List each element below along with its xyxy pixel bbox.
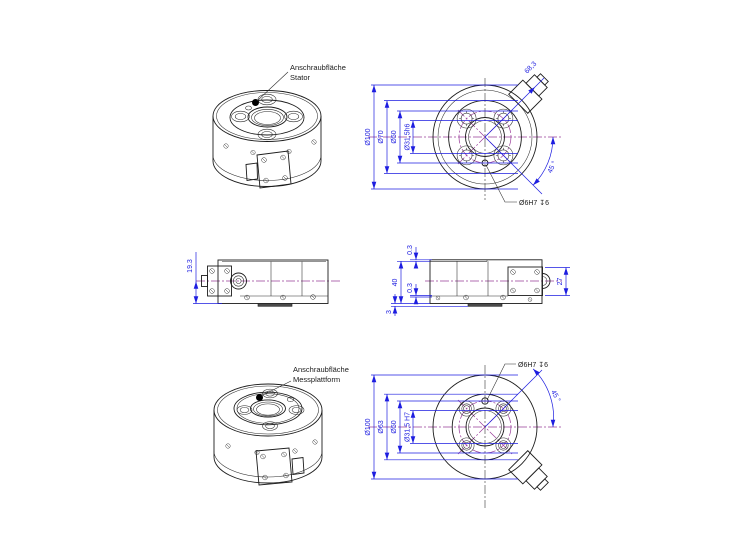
dim-top-d315h6: Ø31,5h6 bbox=[405, 123, 412, 150]
mess-label-leader-line bbox=[260, 380, 292, 397]
iso-stator-body bbox=[212, 90, 322, 187]
dim-side-right-40: 40 bbox=[392, 279, 399, 287]
dim-bottom-d100: Ø100 bbox=[365, 418, 372, 435]
dim-side-right-03-bottom: 0.3 bbox=[407, 283, 414, 293]
dim-bottom-d50: Ø50 bbox=[391, 420, 398, 433]
dim-top-d50: Ø50 bbox=[391, 130, 398, 143]
dim-side-right-03-top: 0.3 bbox=[407, 245, 414, 255]
dim-bottom-d63: Ø63 bbox=[378, 420, 385, 433]
side-left-dimensions: 19.3 bbox=[187, 252, 222, 304]
iso-stator-screw-holes bbox=[231, 93, 303, 141]
side-left-connector bbox=[201, 265, 247, 297]
dim-top-d100: Ø100 bbox=[365, 128, 372, 145]
iso-mess-side-screws bbox=[225, 439, 318, 455]
dim-bottom-angle-45: 45 ° bbox=[549, 389, 562, 404]
top-view-geometry bbox=[432, 73, 549, 190]
side-right-foot-pad bbox=[467, 303, 503, 307]
stator-small-hole bbox=[245, 105, 252, 111]
mess-small-hole bbox=[287, 397, 294, 402]
iso-stator-connector bbox=[245, 150, 292, 189]
dim-bottom-pin-hole: Ø6H7 ↧6 bbox=[518, 362, 548, 369]
stator-label-line1: Anschraubfläche bbox=[290, 63, 346, 72]
dim-top-pin-hole: Ø6H7 ↧6 bbox=[519, 200, 549, 207]
side-view-right: 40 0.3 0.3 3 bbox=[386, 245, 570, 316]
bottom-pin-leader-line bbox=[486, 363, 516, 401]
iso-mess-connector bbox=[255, 447, 305, 486]
iso-view-stator: Anschraubfläche Stator bbox=[212, 63, 346, 189]
mess-label-line1: Anschraubfläche bbox=[293, 365, 349, 374]
side-left-foot-pad bbox=[257, 303, 293, 307]
side-right-dimensions: 40 0.3 0.3 3 bbox=[386, 245, 570, 316]
top-view: Ø100 Ø70 Ø50 Ø31,5h6 68,3 45 ° Ø6H7 ↧6 bbox=[365, 61, 562, 207]
bottom-view-connector bbox=[508, 450, 549, 491]
bottom-view-dimensions: Ø100 Ø63 Ø50 Ø31,5 H7 45 ° Ø6H7 ↧6 bbox=[365, 362, 562, 480]
dim-side-left-193: 19.3 bbox=[187, 259, 194, 273]
bottom-view-centerlines bbox=[368, 365, 562, 508]
bottom-view: Ø100 Ø63 Ø50 Ø31,5 H7 45 ° Ø6H7 ↧6 bbox=[365, 362, 562, 508]
top-pin-leader-line bbox=[485, 164, 517, 203]
dim-top-connector-683: 68,3 bbox=[524, 61, 539, 76]
side-right-connector bbox=[507, 266, 551, 296]
dim-side-right-27: 27 bbox=[557, 278, 564, 286]
dim-top-d70: Ø70 bbox=[378, 130, 385, 143]
dim-bottom-d315h7: Ø31,5 H7 bbox=[405, 412, 412, 442]
dim-top-angle-45: 45 ° bbox=[546, 160, 559, 175]
dim-side-right-3: 3 bbox=[386, 310, 393, 314]
stator-label-leader-line bbox=[256, 71, 289, 102]
stator-label-line2: Stator bbox=[290, 73, 311, 82]
iso-mess-body bbox=[213, 383, 323, 484]
side-view-left: 19.3 bbox=[187, 252, 340, 307]
iso-view-messplattform: Anschraubfläche Messplattform bbox=[213, 365, 349, 486]
side-right-body bbox=[429, 259, 543, 307]
mess-surface-marker-dot bbox=[256, 394, 263, 401]
mess-label-line2: Messplattform bbox=[293, 375, 340, 384]
iso-stator-side-screws bbox=[223, 139, 317, 155]
side-left-body bbox=[217, 259, 329, 307]
top-view-dimensions: Ø100 Ø70 Ø50 Ø31,5h6 68,3 45 ° Ø6H7 ↧6 bbox=[365, 61, 559, 207]
